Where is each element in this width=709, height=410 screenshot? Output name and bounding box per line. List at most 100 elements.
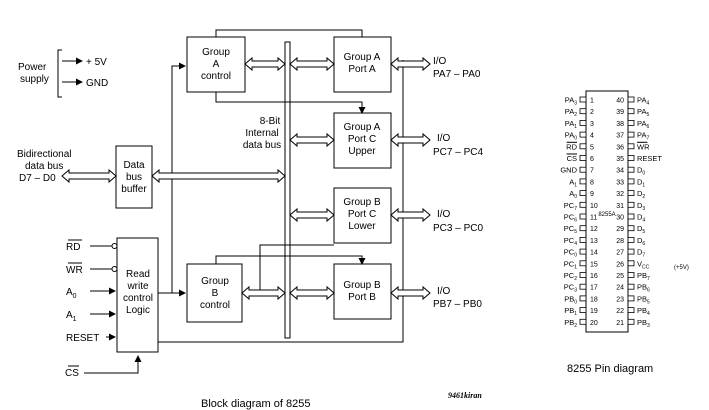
pin-name-rd: RD: [566, 142, 577, 151]
ctrl-input-a0: A0: [66, 287, 77, 300]
pin-lead: [627, 96, 635, 103]
pcu-line3: Upper: [348, 146, 376, 157]
pin-number: 31: [616, 203, 624, 210]
ctrl-input-a1: A1: [66, 310, 77, 323]
pin-lead: [627, 131, 635, 138]
pin-number: 30: [616, 215, 624, 222]
pin-lead: [579, 108, 587, 115]
pin-name-pa5: PA5: [637, 107, 649, 118]
pcl-line1: Group B: [343, 197, 381, 208]
gac-line1: Group: [202, 47, 230, 58]
pa-io-arrow: [390, 56, 431, 72]
pin-lead: [627, 108, 635, 115]
watermark: 9461kiran: [448, 391, 482, 400]
pin-number: 6: [590, 156, 594, 163]
io-pb-label: I/O: [437, 286, 451, 297]
pin-number: 12: [590, 226, 598, 233]
port-c-lower-block: [333, 187, 392, 244]
pin-name-pb0: PB0: [564, 294, 577, 305]
pin-number: 28: [616, 238, 624, 245]
vcc-note: (+5V): [674, 265, 689, 271]
gac-line2: A: [213, 59, 220, 70]
pb-line2: Port B: [348, 292, 376, 303]
gbc-to-pb-line: [215, 255, 366, 265]
port-c-upper-block: [333, 112, 392, 169]
rw-control-logic-block: [116, 237, 159, 353]
bidir-label-2: data bus: [25, 161, 63, 172]
pin-number: 25: [616, 273, 624, 280]
pin-lead: [627, 190, 635, 197]
pin-name-pc3: PC3: [564, 283, 577, 294]
pin-name-pa6: PA6: [637, 119, 649, 130]
pin-name-d6: D6: [637, 236, 645, 247]
pin-lead: [627, 120, 635, 126]
pin-number: 3: [590, 121, 594, 128]
cs-input-line: [84, 355, 142, 374]
pcu-line2: Port C: [348, 134, 376, 145]
pin-number: 10: [590, 203, 598, 210]
bus-arrows: [61, 56, 431, 301]
pin-number: 8: [590, 179, 594, 186]
pin-28: D6 28: [616, 236, 645, 247]
pin-number: 24: [616, 285, 624, 292]
inverter-bubble: [111, 266, 118, 272]
pin-lead: [579, 155, 587, 161]
pin-name-pa2: PA2: [565, 107, 577, 118]
pin-lead: [627, 318, 635, 325]
pin-lead: [627, 260, 635, 267]
gac-bus-arrow: [244, 56, 286, 72]
chip-body: [585, 90, 629, 333]
ibus-line3: data bus: [243, 140, 281, 151]
pin-number: 5: [590, 144, 594, 151]
gbc-line1: Group: [201, 276, 229, 287]
pin-lead: [627, 283, 635, 290]
pin-number: 29: [616, 226, 624, 233]
rw-to-gac-arrow: [171, 62, 186, 293]
pin-name-pb1: PB1: [564, 306, 577, 317]
pb-io-arrow: [390, 285, 431, 301]
internal-data-bus: [284, 41, 291, 339]
pin-number: 22: [616, 308, 624, 315]
pin-number: 23: [616, 296, 624, 303]
pin-lead: [579, 166, 587, 173]
pcl-io-arrow: [390, 207, 431, 223]
pin-lead: [627, 143, 635, 150]
io-pcu-range: PC7 – PC4: [433, 147, 483, 158]
pin-name-pc7: PC7: [564, 201, 577, 212]
pin-lead: [579, 295, 587, 302]
pin-diagram-caption: 8255 Pin diagram: [567, 363, 653, 375]
pin-name-reset: RESET: [637, 154, 662, 163]
pin-lead: [579, 225, 587, 232]
pin-lead: [579, 131, 587, 138]
pin-lead: [579, 236, 587, 243]
pin-number: 35: [616, 156, 624, 163]
dbb-to-bus-arrow: [151, 168, 286, 184]
block-diagram-caption: Block diagram of 8255: [201, 398, 310, 410]
pin-35: RESET 35: [616, 154, 662, 163]
pcl-line3: Lower: [348, 221, 376, 232]
pin-number: 16: [590, 273, 598, 280]
data-bus-buffer-block: [115, 145, 153, 209]
pin-lead: [579, 201, 587, 208]
pin-number: 40: [616, 98, 624, 105]
io-pb-range: PB7 – PB0: [433, 299, 482, 310]
pin-lead: [627, 295, 635, 302]
power-5v-label: + 5V: [86, 57, 107, 68]
